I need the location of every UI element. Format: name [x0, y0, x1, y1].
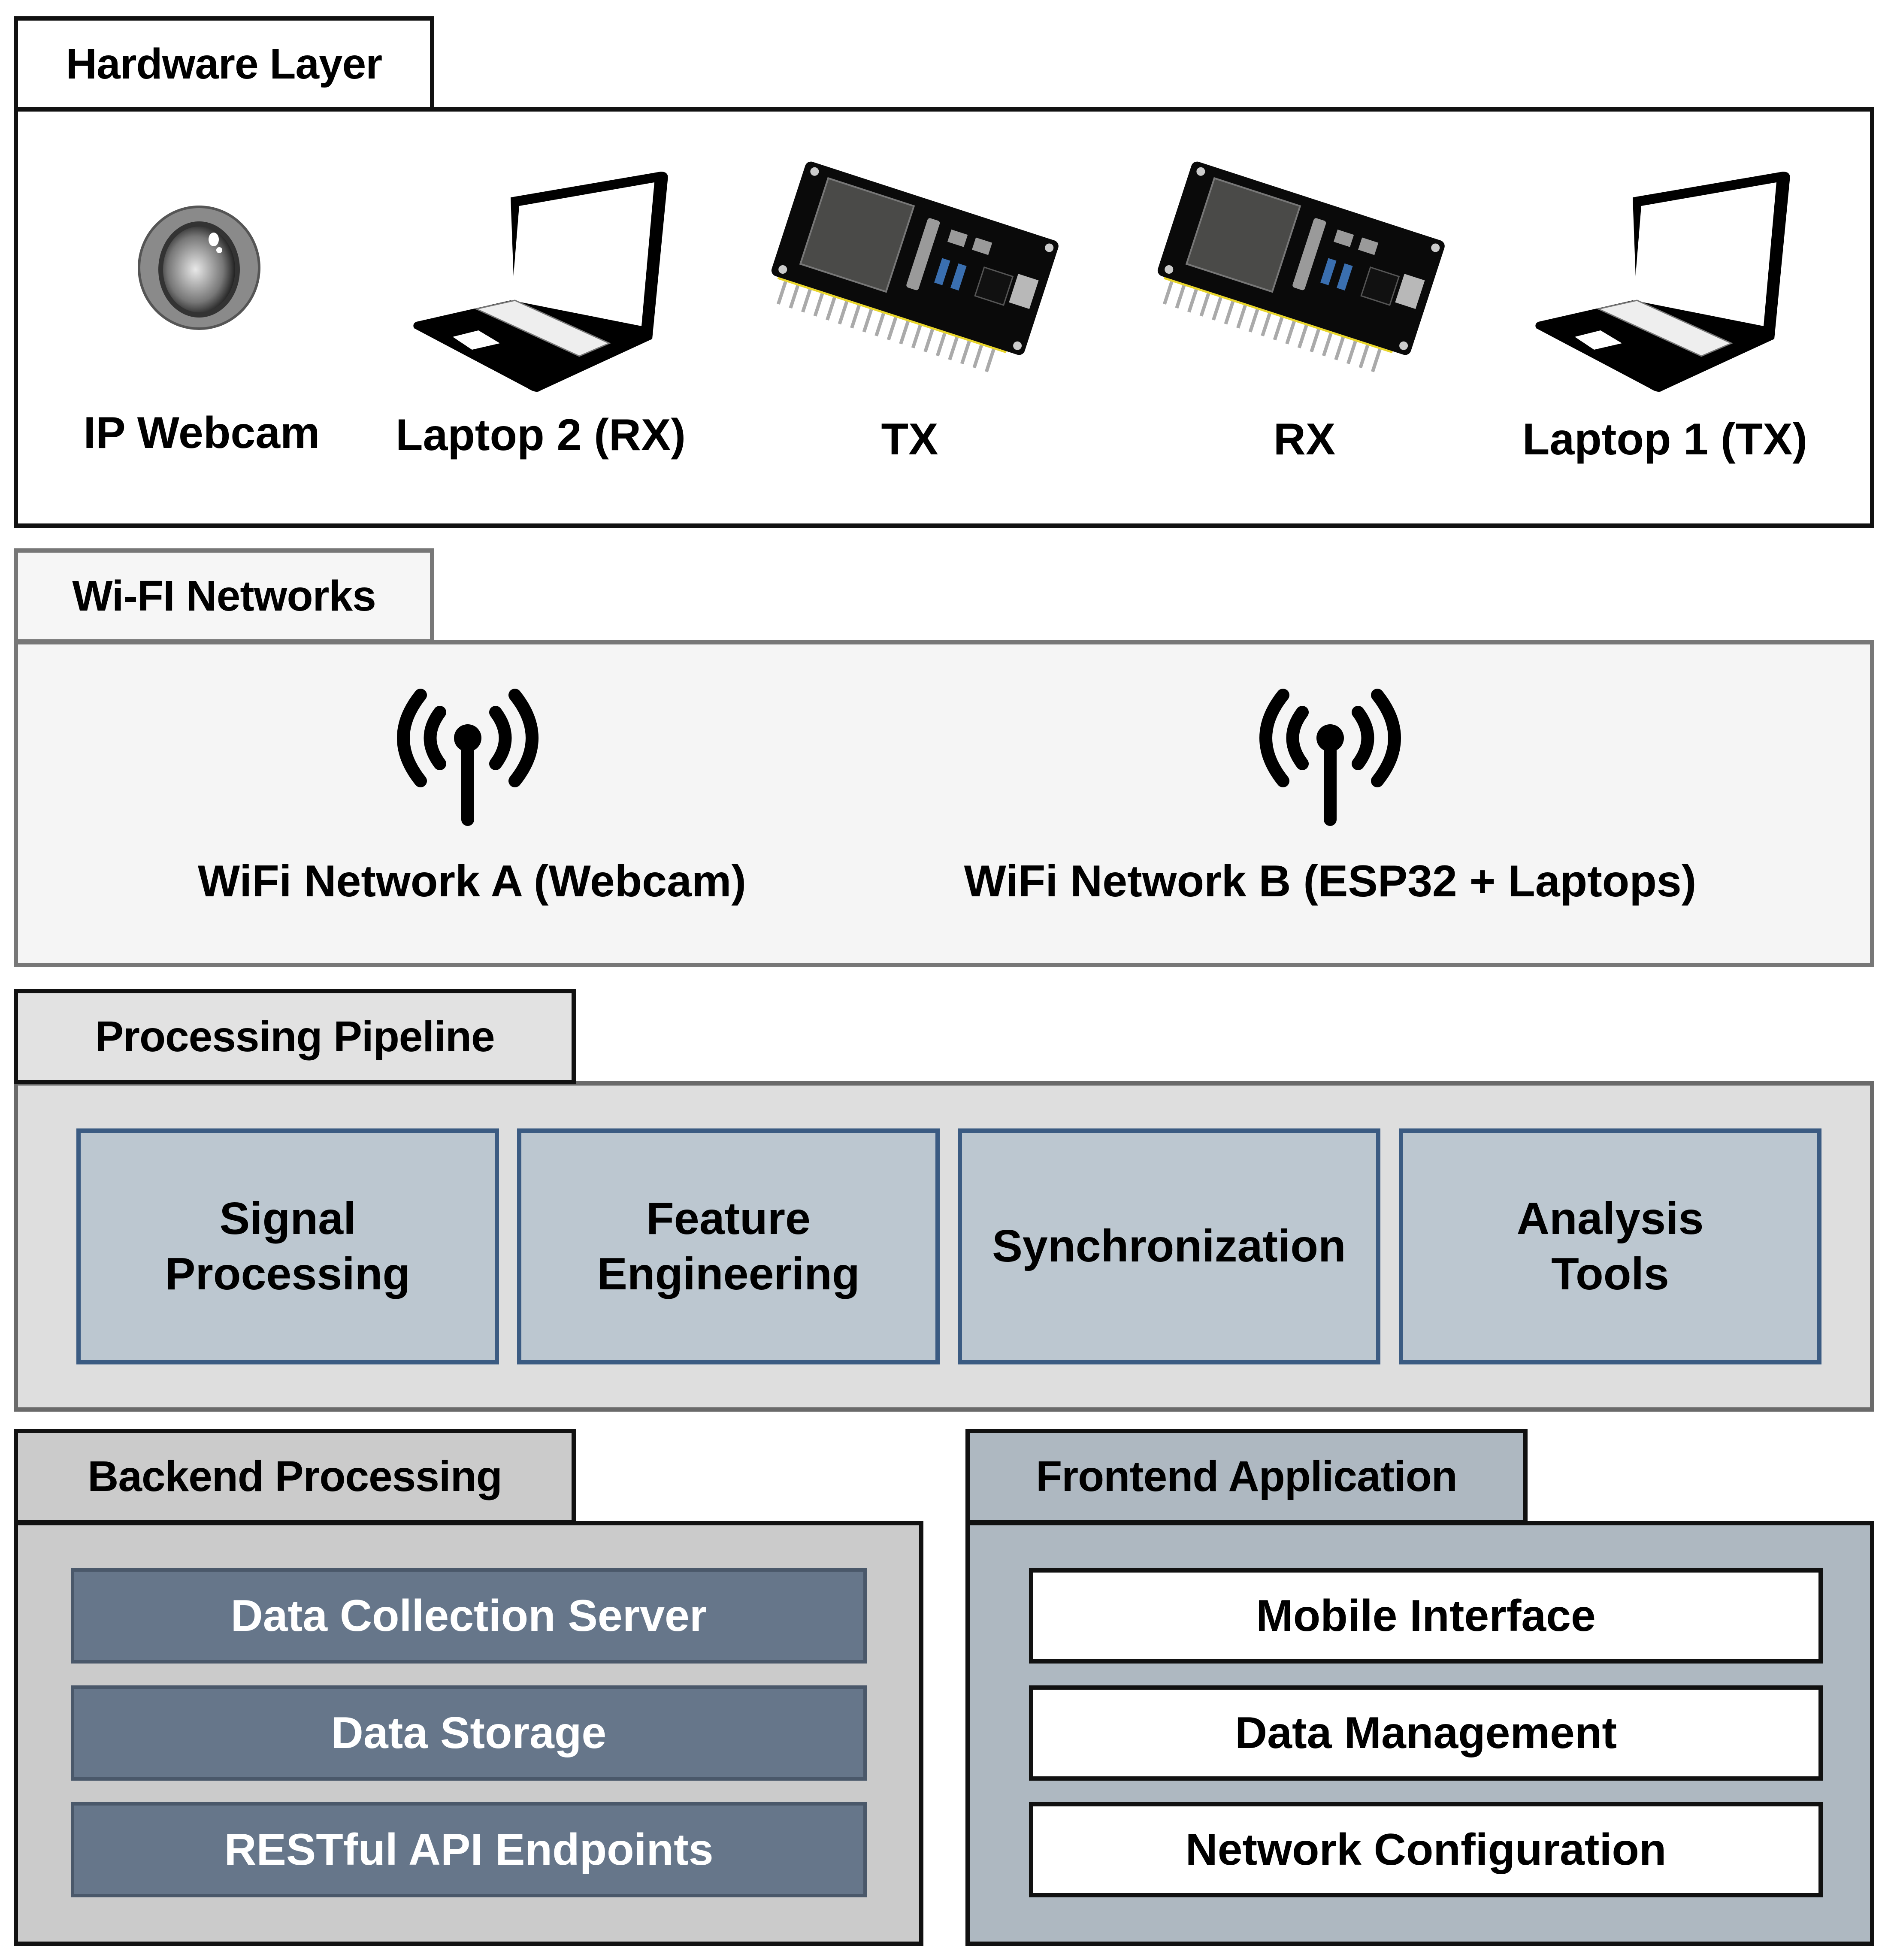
device-label-tx: TX [881, 414, 938, 464]
backend-item-restful-api-endpoints: RESTful API Endpoints [71, 1802, 867, 1897]
stage-label-line1: Synchronization [992, 1221, 1346, 1272]
backend-item-label: Data Collection Server [230, 1591, 707, 1641]
stage-label-line2: Engineering [597, 1249, 860, 1299]
network-label-b: WiFi Network B (ESP32 + Laptops) [964, 856, 1697, 906]
antenna-icon [1257, 687, 1403, 832]
backend-item-label: RESTful API Endpoints [224, 1824, 714, 1875]
esp32-board-icon [1124, 154, 1467, 395]
processing-pipeline-title: Processing Pipeline [14, 989, 576, 1084]
processing-pipeline-title-text: Processing Pipeline [95, 1012, 495, 1061]
pipeline-stage-synchronization: Synchronization [958, 1128, 1380, 1364]
frontend-item-data-management: Data Management [1029, 1685, 1823, 1781]
backend-processing-title-text: Backend Processing [88, 1452, 502, 1500]
wifi-networks-title-text: Wi-FI Networks [72, 572, 376, 620]
stage-label-line1: Feature [646, 1193, 811, 1244]
hardware-layer-title: Hardware Layer [14, 16, 434, 112]
laptop-icon [1534, 172, 1791, 395]
frontend-item-label: Data Management [1235, 1708, 1617, 1758]
frontend-application-title-text: Frontend Application [1036, 1452, 1458, 1500]
frontend-item-label: Mobile Interface [1256, 1591, 1596, 1641]
stage-label-line1: Signal [219, 1193, 356, 1244]
device-label-rx: RX [1273, 414, 1336, 464]
stage-label-line2: Tools [1551, 1249, 1669, 1299]
esp32-board-icon [738, 154, 1081, 395]
wifi-networks-panel [14, 640, 1874, 967]
network-label-a: WiFi Network A (Webcam) [197, 856, 746, 906]
frontend-item-network-configuration: Network Configuration [1029, 1802, 1823, 1897]
device-label-ip-webcam: IP Webcam [83, 408, 320, 458]
hardware-layer-title-text: Hardware Layer [66, 39, 382, 88]
backend-processing-title: Backend Processing [14, 1429, 576, 1524]
frontend-item-label: Network Configuration [1185, 1824, 1667, 1875]
backend-item-label: Data Storage [331, 1708, 607, 1758]
device-label-laptop-1: Laptop 1 (TX) [1522, 414, 1808, 464]
device-label-laptop-2: Laptop 2 (RX) [396, 410, 686, 460]
frontend-item-mobile-interface: Mobile Interface [1029, 1568, 1823, 1664]
wifi-networks-title: Wi-FI Networks [14, 548, 434, 644]
webcam-icon [136, 205, 262, 330]
stage-label-line1: Analysis [1516, 1193, 1704, 1244]
frontend-application-title: Frontend Application [965, 1429, 1528, 1524]
antenna-icon [395, 687, 541, 832]
backend-item-data-storage: Data Storage [71, 1685, 867, 1781]
stage-label-line2: Processing [165, 1249, 411, 1299]
backend-item-data-collection-server: Data Collection Server [71, 1568, 867, 1664]
laptop-icon [412, 172, 669, 395]
